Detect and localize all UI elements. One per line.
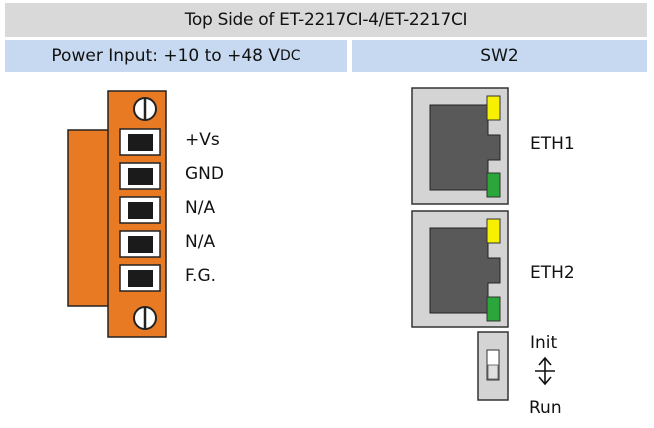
switch-header: SW2 <box>352 40 647 72</box>
diagram-title: Top Side of ET-2217CI-4/ET-2217CI <box>5 3 647 37</box>
up-down-arrow-icon <box>535 356 555 386</box>
pin-label-fg: F.G. <box>185 266 217 286</box>
pin-slot-5 <box>119 264 161 292</box>
pin-label-vs: +Vs <box>185 130 220 150</box>
pin-slot-2 <box>119 162 161 190</box>
init-run-switch <box>477 331 509 401</box>
eth1-activity-led <box>486 172 501 198</box>
pin-slot-1 <box>119 128 161 156</box>
power-input-unit: DC <box>280 48 301 64</box>
pin-label-na-2: N/A <box>185 232 216 252</box>
pin-label-na-1: N/A <box>185 198 216 218</box>
switch-init-label: Init <box>530 333 558 353</box>
eth1-link-led <box>486 95 501 121</box>
pin-label-gnd: GND <box>185 164 224 184</box>
terminal-block-connector <box>67 90 167 338</box>
eth2-activity-led <box>486 296 501 322</box>
pin-slot-4 <box>119 230 161 258</box>
bottom-screw-icon <box>133 306 157 330</box>
eth1-label: ETH1 <box>530 134 575 154</box>
eth2-jack <box>411 210 509 328</box>
eth1-jack <box>411 87 509 205</box>
power-input-label: Power Input: +10 to +48 V <box>51 46 281 66</box>
switch-run-label: Run <box>529 398 562 418</box>
pin-slot-3 <box>119 196 161 224</box>
eth2-label: ETH2 <box>530 263 575 283</box>
top-screw-icon <box>133 97 157 121</box>
eth2-link-led <box>486 218 501 244</box>
